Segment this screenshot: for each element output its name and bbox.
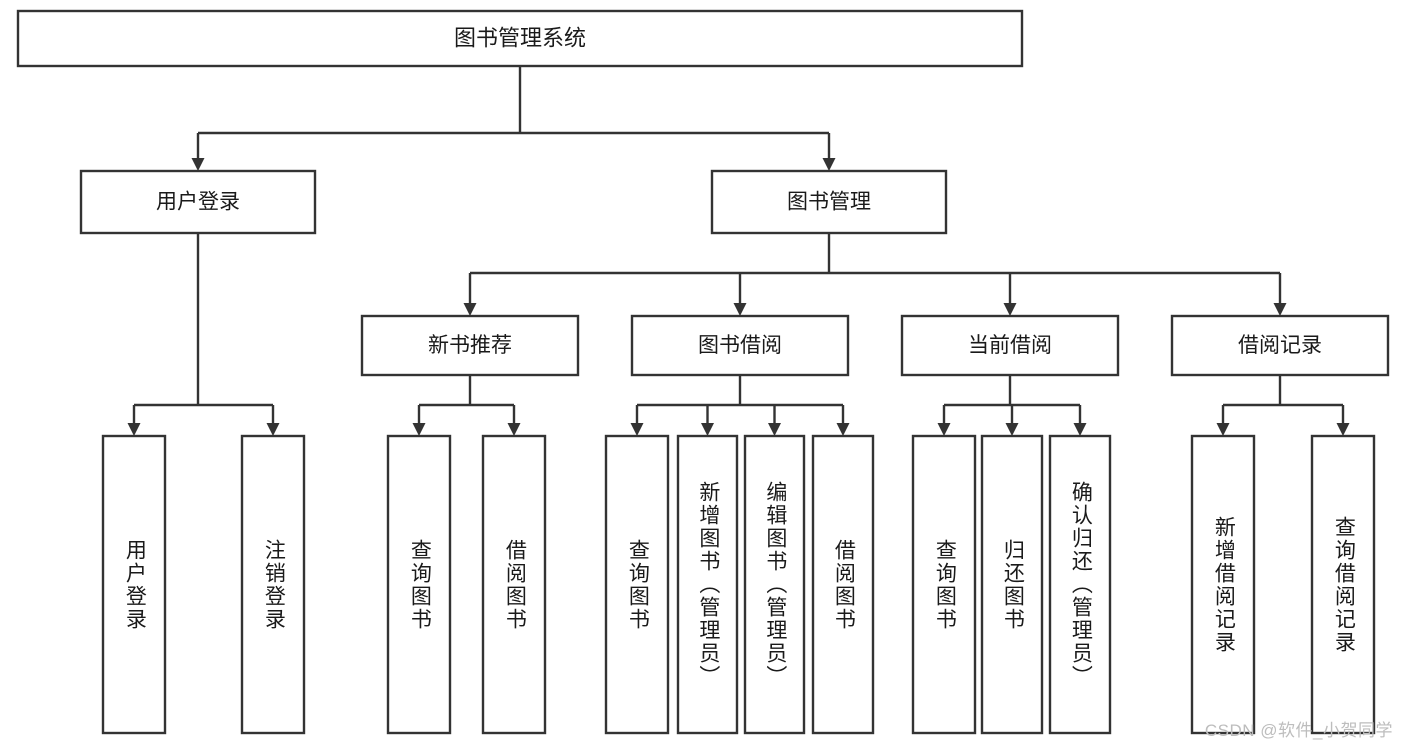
- node-box-leaf-borrow-book[interactable]: [811, 434, 875, 735]
- node-box-current-borrow[interactable]: [900, 314, 1120, 377]
- arrow-head-icon: [1073, 423, 1087, 436]
- node-box-leaf-query-borrow-record[interactable]: [1310, 434, 1376, 735]
- arrow-head-icon: [463, 303, 477, 316]
- node-box-leaf-query-book-recommend[interactable]: [386, 434, 452, 735]
- arrow-head-icon: [768, 423, 781, 436]
- node-label-book-management: 图书管理: [787, 191, 871, 214]
- node-box-root[interactable]: [16, 9, 1024, 68]
- arrow-head-icon: [191, 158, 205, 171]
- arrow-head-icon: [1336, 423, 1350, 436]
- arrow-head-icon: [127, 423, 141, 436]
- node-box-book-management[interactable]: [710, 169, 948, 235]
- arrow-head-icon: [1273, 303, 1287, 316]
- node-label-new-book-recommend: 新书推荐: [428, 334, 512, 357]
- arrow-head-icon: [937, 423, 951, 436]
- arrow-head-icon: [701, 423, 714, 436]
- node-box-leaf-edit-book-admin[interactable]: [743, 434, 806, 735]
- arrow-head-icon: [266, 423, 280, 436]
- node-box-leaf-user-login[interactable]: [101, 434, 167, 735]
- node-box-leaf-query-book-borrow[interactable]: [604, 434, 670, 735]
- node-label-current-borrow: 当前借阅: [968, 334, 1052, 357]
- arrow-head-icon: [733, 303, 747, 316]
- node-label-borrow-records: 借阅记录: [1238, 334, 1322, 357]
- connector-lines: [127, 66, 1350, 436]
- node-box-borrow-records[interactable]: [1170, 314, 1390, 377]
- node-label-book-borrow: 图书借阅: [698, 334, 782, 357]
- arrow-head-icon: [1005, 423, 1019, 436]
- node-label-user-login: 用户登录: [156, 191, 240, 214]
- node-box-leaf-add-borrow-record[interactable]: [1190, 434, 1256, 735]
- node-box-leaf-borrow-book-recommend[interactable]: [481, 434, 547, 735]
- node-box-leaf-add-book-admin[interactable]: [676, 434, 739, 735]
- node-box-new-book-recommend[interactable]: [360, 314, 580, 377]
- arrow-head-icon: [1003, 303, 1017, 316]
- node-label-root: 图书管理系统: [454, 25, 586, 50]
- node-box-leaf-return-book[interactable]: [980, 434, 1044, 735]
- node-box-book-borrow[interactable]: [630, 314, 850, 377]
- arrow-head-icon: [822, 158, 836, 171]
- node-boxes: [16, 9, 1390, 735]
- node-box-user-login[interactable]: [79, 169, 317, 235]
- arrow-head-icon: [836, 423, 850, 436]
- node-box-leaf-confirm-return-admin[interactable]: [1048, 434, 1112, 735]
- node-box-leaf-query-book-current[interactable]: [911, 434, 977, 735]
- node-box-leaf-user-logout[interactable]: [240, 434, 306, 735]
- arrow-head-icon: [507, 423, 521, 436]
- arrow-head-icon: [1216, 423, 1230, 436]
- arrow-head-icon: [412, 423, 426, 436]
- arrow-head-icon: [630, 423, 644, 436]
